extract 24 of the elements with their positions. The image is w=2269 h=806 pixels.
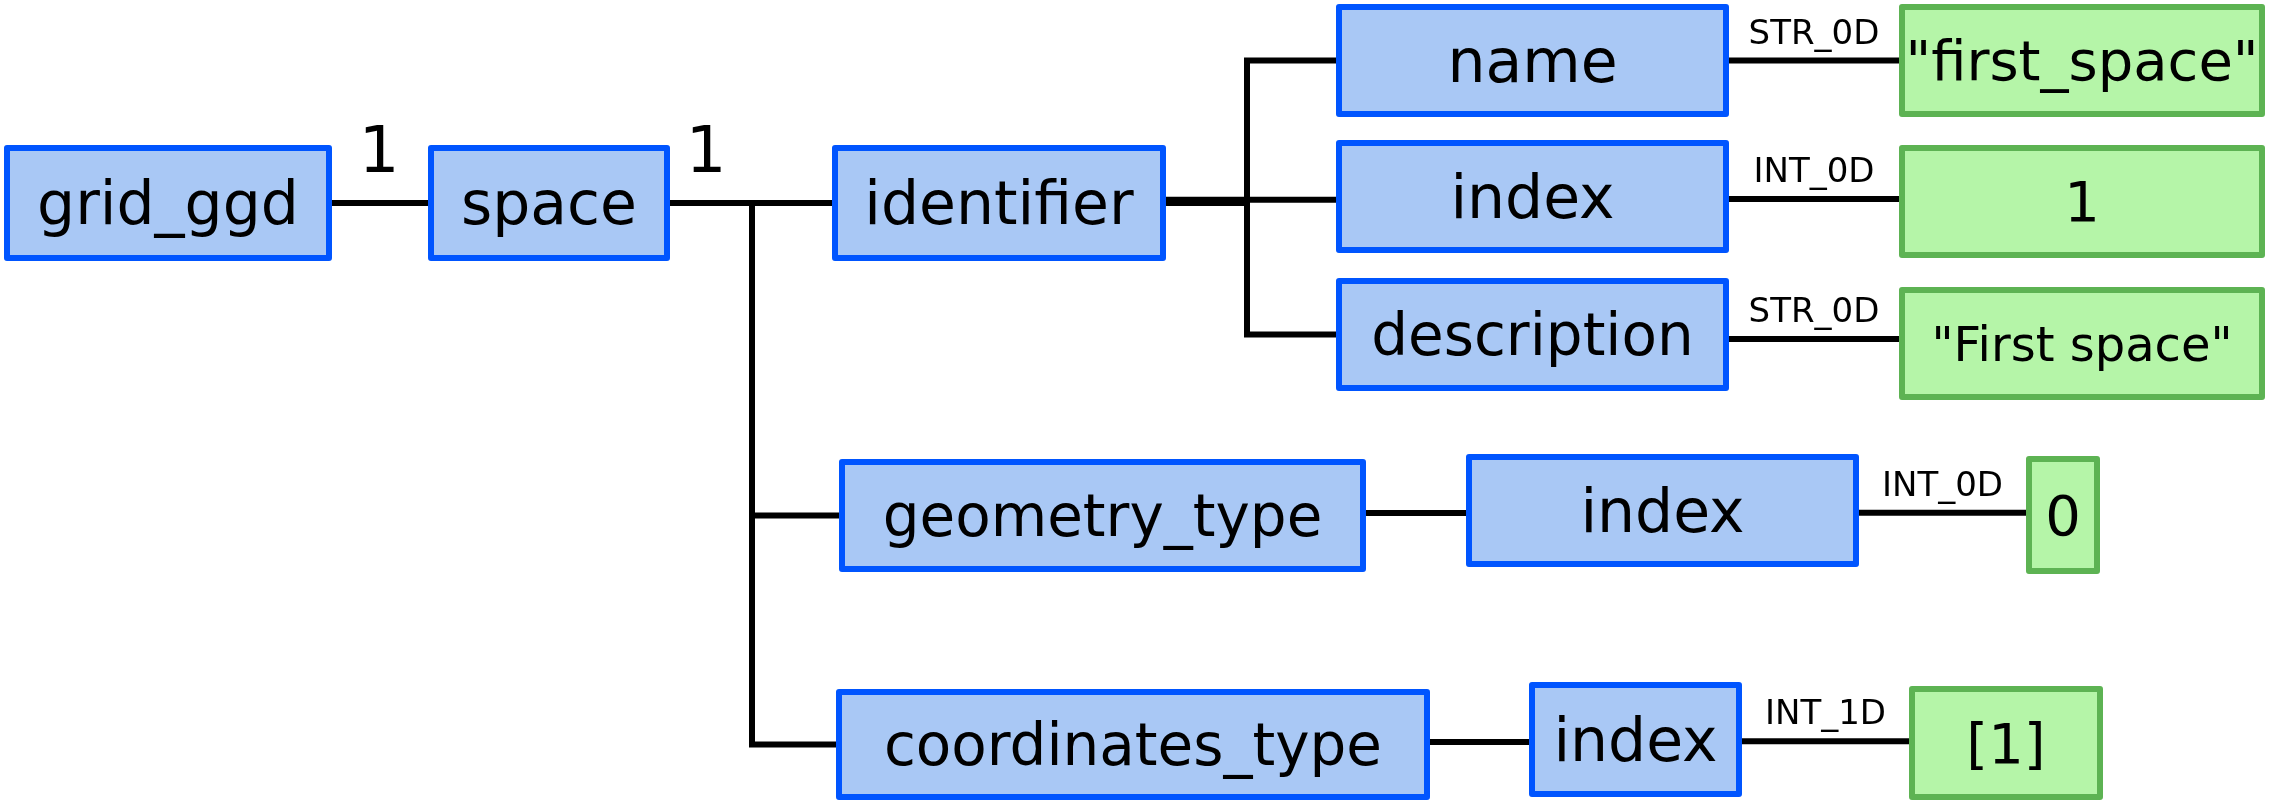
connector-line [1729,57,1899,64]
field-box: description [1336,278,1729,391]
connector-line [1729,336,1899,342]
field-box: name [1336,4,1729,117]
connector-line [1859,509,2026,516]
connector-line [332,200,428,206]
field-box: coordinates_type [836,689,1430,800]
value-box: [1] [1909,686,2103,800]
field-box: index [1336,140,1729,253]
value-box: "first_space" [1899,4,2265,117]
connector-line [1742,738,1909,745]
value-box: "First space" [1899,287,2265,400]
connector-line [1430,739,1529,745]
value-box: 0 [2026,456,2100,574]
connector-line [1366,510,1466,516]
field-box: index [1529,682,1742,797]
value-box: 1 [1899,145,2265,258]
field-box: identifier [832,145,1166,261]
field-box: index [1466,454,1859,567]
field-box: space [428,145,670,261]
connector-line [1729,196,1899,202]
field-box: geometry_type [839,459,1366,572]
field-box: grid_ggd [4,145,332,261]
connector-line [1166,196,1336,203]
